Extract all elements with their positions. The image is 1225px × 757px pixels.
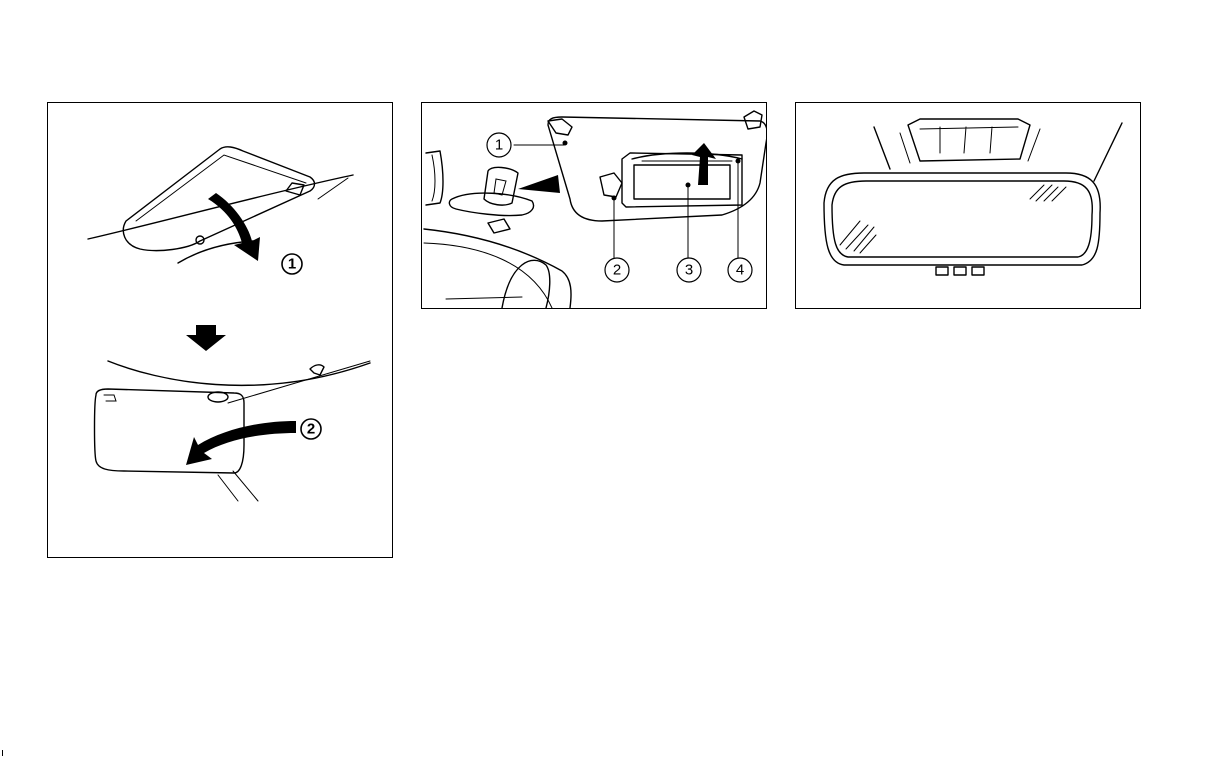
page-mark: [2, 750, 3, 756]
hatch-left: [840, 221, 876, 253]
visor-small: [449, 193, 533, 215]
window-inner: [432, 155, 435, 201]
windshield-line: [108, 361, 370, 385]
pillar-lines-lower: [218, 471, 258, 501]
vanity-mirror-illustration: 1 2 3 4: [421, 102, 767, 309]
console-side-lines: [900, 129, 1040, 163]
callout-1-label: 1: [495, 137, 503, 154]
overhead-console: [908, 119, 1030, 161]
callout-3-label: 3: [685, 262, 693, 279]
curved-arrow-icon: [186, 421, 296, 465]
callout-2-label: 2: [307, 421, 315, 438]
down-arrow-icon: [186, 325, 226, 351]
mirror-icon: [796, 103, 1140, 308]
mirror-outer: [824, 173, 1100, 265]
callout-3-dot: [686, 183, 691, 188]
roof-line: [228, 361, 370, 403]
console-lines: [920, 127, 1018, 153]
mirror-buttons: [936, 267, 984, 275]
mirror-small: [484, 167, 518, 205]
hatch-right: [1030, 185, 1066, 201]
up-arrow-icon: [692, 143, 716, 185]
sun-visor-drawing: 1 2: [48, 103, 392, 557]
callout-4-dot: [736, 159, 741, 164]
callout-2-label: 2: [613, 262, 621, 279]
visor-large-left-tab: [548, 119, 572, 135]
hook-icon: [310, 365, 324, 375]
rearview-mirror-illustration: [795, 102, 1141, 309]
visor-lower-tab: [104, 395, 116, 401]
mirror-small-inner: [494, 179, 506, 195]
dash-line-3: [446, 297, 522, 299]
callout-1-dot: [563, 141, 568, 146]
steering-wheel: [502, 260, 550, 308]
callout-1-label: 1: [288, 256, 296, 273]
visor-large-right-tab: [744, 111, 762, 129]
mirror-glass: [634, 165, 730, 199]
pillar-left: [874, 127, 890, 169]
clip-small: [488, 219, 510, 233]
pointer-arrow-icon: [518, 175, 560, 193]
vanity-mirror-drawing: 1 2 3 4: [422, 103, 766, 308]
callout-2-dot: [612, 196, 617, 201]
pillar-right: [1094, 123, 1122, 181]
mirror-hook: [600, 173, 622, 197]
visor-mount: [208, 392, 228, 402]
callout-4-label: 4: [736, 262, 744, 279]
sun-visor-illustration: 1 2: [47, 102, 393, 558]
